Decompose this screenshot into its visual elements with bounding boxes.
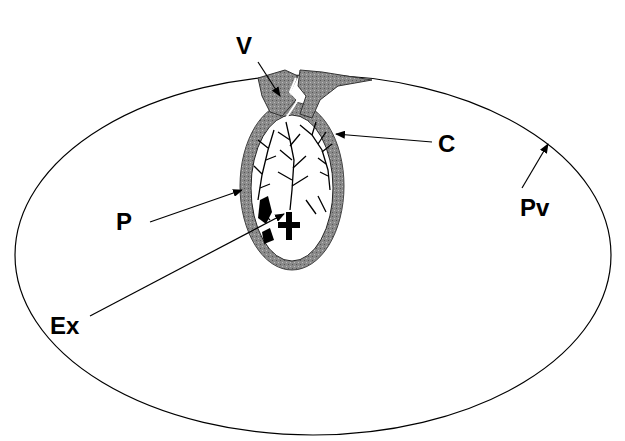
- wall-ring: [240, 102, 344, 270]
- exciple-mass: [258, 196, 300, 244]
- outer-ellipse: [15, 75, 611, 435]
- callout-label: C: [438, 132, 455, 156]
- cavity: [251, 115, 333, 261]
- ostiole-canal: [286, 78, 298, 118]
- callout-label: V: [236, 34, 252, 58]
- callout-label: Pv: [520, 196, 549, 220]
- leader-lines: [90, 62, 548, 316]
- callout-label: P: [116, 210, 132, 234]
- callout-label: Ex: [50, 314, 79, 338]
- neck-right: [298, 70, 372, 118]
